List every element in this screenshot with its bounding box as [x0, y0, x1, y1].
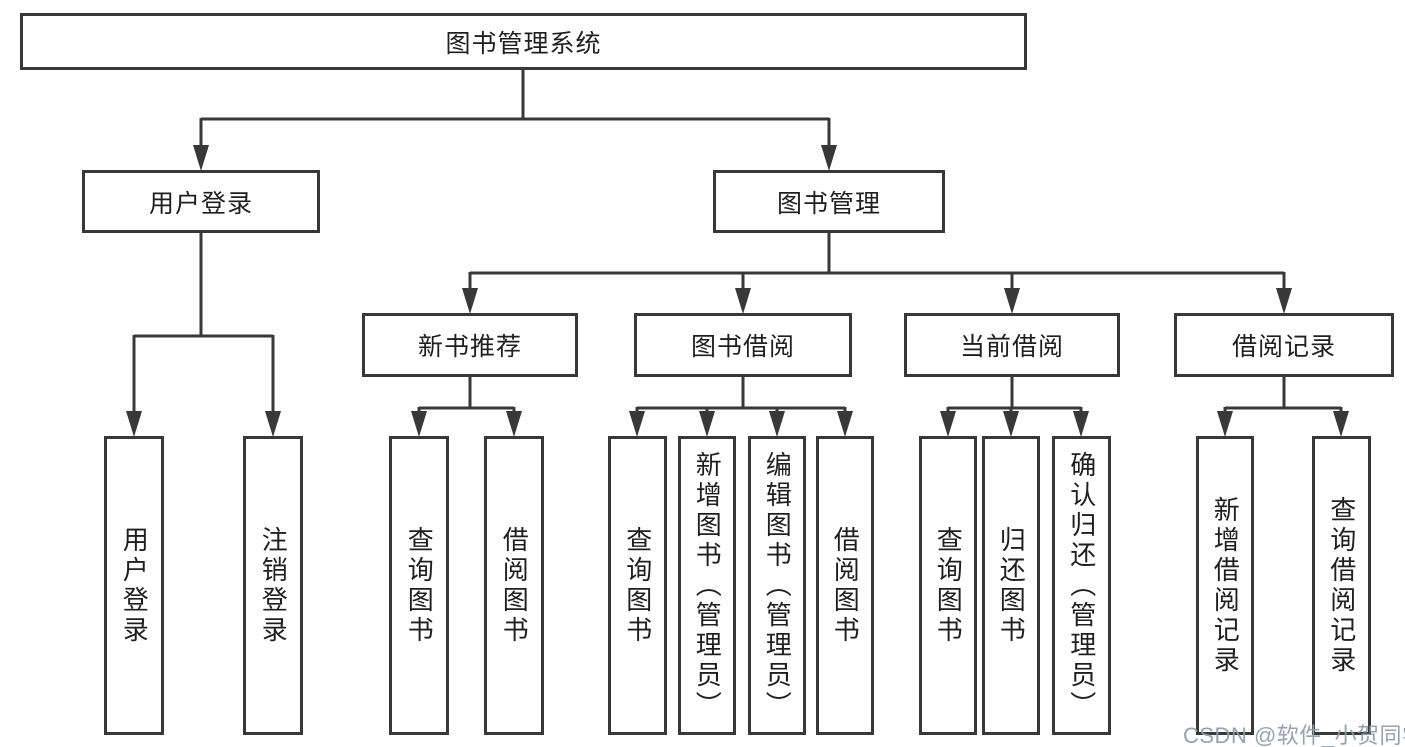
leaf-query-borrow-record: 查询借阅记录	[1312, 436, 1371, 735]
node-label: 编辑图书（管理员）	[762, 450, 793, 721]
node-book-borrowing: 图书借阅	[634, 313, 852, 377]
leaf-edit-books-admin: 编辑图书（管理员）	[748, 436, 806, 735]
node-label: 新书推荐	[417, 333, 522, 361]
node-label: 查询图书	[622, 525, 653, 646]
leaf-query-books-1: 查询图书	[389, 436, 449, 735]
node-label: 新增图书（管理员）	[692, 450, 723, 721]
arrowheads	[126, 145, 1349, 437]
node-label: 用户登录	[119, 525, 150, 646]
node-borrow-records: 借阅记录	[1174, 313, 1394, 377]
node-label: 借阅图书	[830, 525, 861, 646]
node-label: 查询借阅记录	[1326, 495, 1357, 676]
node-label: 查询图书	[933, 525, 964, 646]
leaf-borrow-books-2: 借阅图书	[816, 436, 874, 735]
node-label: 用户登录	[148, 189, 253, 218]
leaf-user-login: 用户登录	[104, 436, 164, 735]
node-current-borrowing: 当前借阅	[904, 313, 1120, 377]
node-user-login-branch: 用户登录	[82, 170, 320, 233]
node-book-management-branch: 图书管理	[713, 170, 945, 233]
node-label: 图书借阅	[690, 333, 795, 361]
node-label: 借阅记录	[1231, 333, 1336, 361]
leaf-logout: 注销登录	[243, 436, 303, 735]
node-label: 图书管理	[776, 189, 881, 218]
leaf-return-books: 归还图书	[982, 436, 1040, 735]
node-label: 借阅图书	[499, 525, 530, 646]
node-new-book-recommend: 新书推荐	[362, 313, 578, 377]
node-label: 确认归还（管理员）	[1066, 450, 1097, 721]
leaf-query-books-3: 查询图书	[919, 436, 977, 735]
node-label: 注销登录	[258, 525, 289, 646]
node-label: 当前借阅	[959, 333, 1064, 361]
node-label: 图书管理系统	[445, 29, 602, 58]
node-label: 查询图书	[404, 525, 435, 646]
leaf-add-borrow-record: 新增借阅记录	[1196, 436, 1254, 735]
leaf-borrow-books-1: 借阅图书	[484, 436, 544, 735]
node-root-system: 图书管理系统	[20, 13, 1027, 70]
leaf-query-books-2: 查询图书	[608, 436, 667, 735]
csdn-watermark: CSDN @软件_小贺同学	[1183, 723, 1405, 747]
node-label: 归还图书	[996, 525, 1027, 646]
leaf-add-books-admin: 新增图书（管理员）	[678, 436, 736, 735]
node-label: 新增借阅记录	[1210, 495, 1241, 676]
leaf-confirm-return-admin: 确认归还（管理员）	[1052, 436, 1111, 735]
